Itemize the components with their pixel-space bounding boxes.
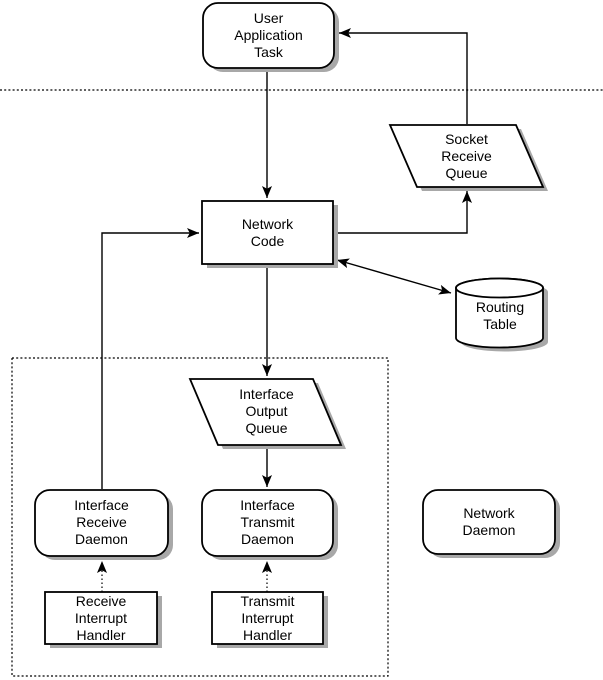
edge-receive-daemon-to-network-code <box>101 228 199 489</box>
interface-output-queue-node <box>188 378 343 446</box>
interface-receive-daemon-node <box>34 489 169 557</box>
network-code-node <box>201 200 334 265</box>
transmit-interrupt-handler-node <box>211 591 324 645</box>
receive-interrupt-handler-node <box>44 591 158 645</box>
user-application-task-node <box>202 2 335 69</box>
edge-network-code-routing-table-bidirectional <box>336 258 452 295</box>
routing-table-top-rim <box>455 277 544 299</box>
socket-receive-queue-node <box>388 124 545 188</box>
interface-transmit-daemon-node <box>201 489 334 557</box>
edge-network-code-to-socket-queue <box>334 191 472 234</box>
interface-layer-dotted-box <box>11 357 389 677</box>
network-daemon-node <box>422 489 556 555</box>
edge-socket-queue-to-user-task <box>339 28 468 124</box>
